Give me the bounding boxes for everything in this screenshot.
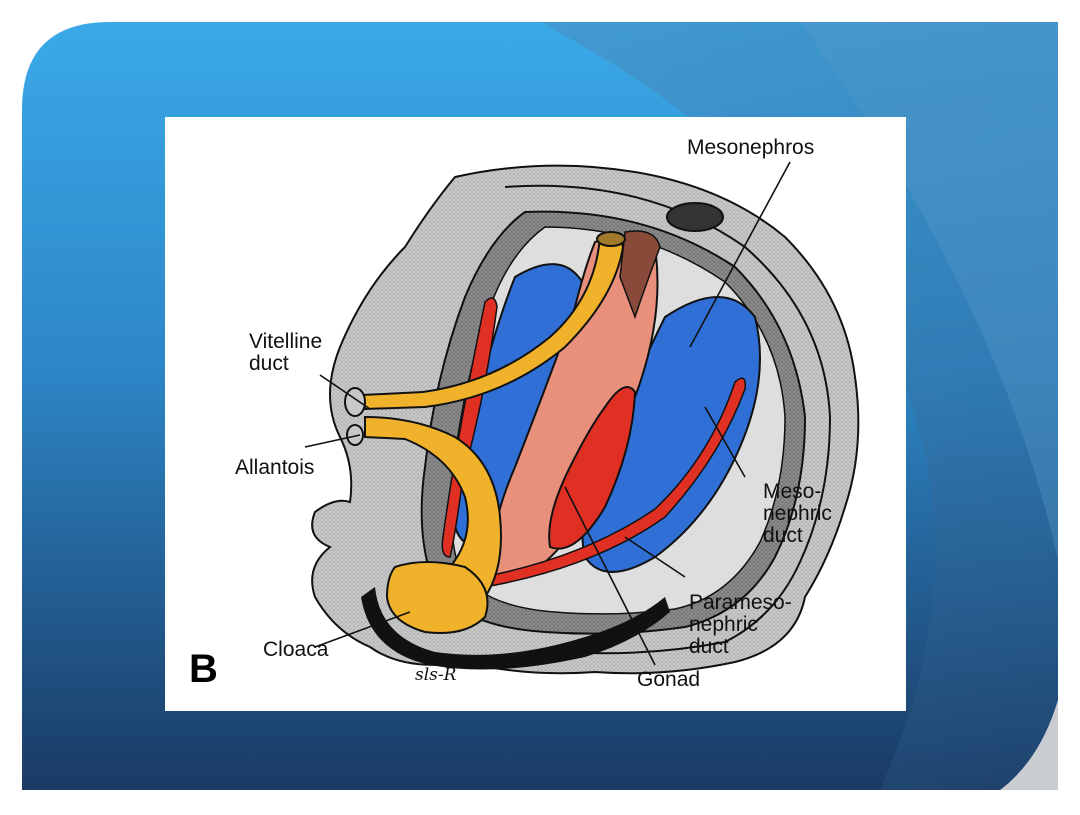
leader-gonad <box>564 486 656 666</box>
label-paramesonephric-duct: Parameso- nephric duct <box>689 591 792 658</box>
leader-cloaca <box>314 611 411 648</box>
page-curl <box>1000 700 1058 790</box>
label-allantois: Allantois <box>235 456 315 479</box>
gut-dorsal <box>619 230 661 320</box>
label-cloaca: Cloaca <box>263 638 329 661</box>
panel-letter: B <box>189 647 218 691</box>
cloaca <box>385 561 489 634</box>
leader-allantois <box>304 434 361 448</box>
stalk-cap-1 <box>344 387 366 417</box>
leader-lines <box>304 161 791 666</box>
aorta-opening <box>666 202 724 232</box>
leader-mesonephric-duct <box>704 406 746 478</box>
vitelline-duct-opening <box>596 231 626 247</box>
gonad-ridge <box>548 386 637 550</box>
label-vitelline-duct: Vitelline duct <box>249 330 323 375</box>
leader-mesonephros <box>689 161 791 348</box>
label-mesonephros: Mesonephros <box>687 136 815 159</box>
artist-signature: sls-R <box>415 665 457 685</box>
label-mesonephric-duct: Meso- nephric duct <box>763 480 832 547</box>
red-duct-right <box>482 377 747 588</box>
leader-vitelline-duct <box>319 374 371 410</box>
stalk-cap-2 <box>346 424 364 446</box>
embryo-illustration <box>304 161 860 675</box>
embryo-diagram: Mesonephros Vitelline duct Allantois Mes… <box>165 117 906 711</box>
vitelline-duct <box>361 234 625 411</box>
label-gonad: Gonad <box>637 668 701 691</box>
leader-paramesonephric-duct <box>624 536 686 578</box>
cloaca-shadow <box>361 587 670 670</box>
slide-swoosh <box>540 22 1058 790</box>
slide-swoosh-2 <box>800 22 1058 560</box>
